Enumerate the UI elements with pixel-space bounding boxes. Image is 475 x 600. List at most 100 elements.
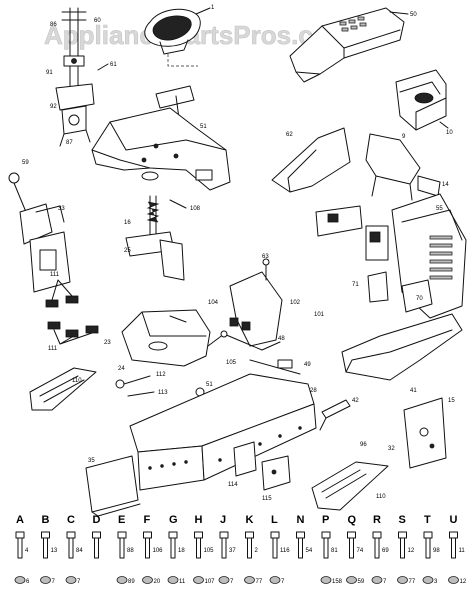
legend-part-number: 37 xyxy=(229,548,236,554)
bracket-71-70 xyxy=(367,271,433,313)
legend-part-number: 98 xyxy=(433,548,440,554)
nut-icon xyxy=(422,576,434,584)
brake-assembly xyxy=(8,172,71,293)
legend-letter: B xyxy=(42,514,50,526)
legend-letter: J xyxy=(220,514,226,526)
legend-part-number: 116 xyxy=(280,548,290,554)
legend-part-number: 7 xyxy=(383,579,387,585)
bolt-head-icon xyxy=(219,531,229,539)
callout-62: 62 xyxy=(286,132,293,138)
legend-part-number: 81 xyxy=(331,548,338,554)
pedal xyxy=(319,399,351,431)
legend-letter: G xyxy=(169,514,178,526)
legend-letter: Q xyxy=(348,514,357,526)
side-panel-left xyxy=(271,127,351,193)
main-frame xyxy=(129,373,317,491)
steering-rod xyxy=(125,195,187,281)
legend-part-number: 77 xyxy=(256,579,263,585)
callout-15: 15 xyxy=(448,398,455,404)
callout-110b: 110 xyxy=(376,494,386,500)
callout-49: 49 xyxy=(304,362,311,368)
legend-letter: H xyxy=(195,514,203,526)
callout-51b: 51 xyxy=(206,382,213,388)
legend-part-number: 2 xyxy=(255,548,259,554)
frame-support xyxy=(365,133,441,201)
nut-icon xyxy=(167,576,179,584)
bolt-shank-icon xyxy=(43,537,48,559)
callout-50: 50 xyxy=(410,12,417,18)
callout-35: 35 xyxy=(88,458,95,464)
legend-letter: F xyxy=(144,514,151,526)
battery-box xyxy=(315,193,467,319)
footrest-left xyxy=(29,367,97,411)
legend-part-number: 4 xyxy=(25,548,29,554)
callout-70: 70 xyxy=(416,296,423,302)
callout-48: 48 xyxy=(278,336,285,342)
callout-32: 32 xyxy=(388,446,395,452)
callout-61: 61 xyxy=(110,62,117,68)
callout-105: 105 xyxy=(226,360,237,366)
nut-icon xyxy=(14,576,26,584)
callout-24: 24 xyxy=(118,366,125,372)
bolt-shank-icon xyxy=(298,537,303,559)
nut-icon xyxy=(65,576,77,584)
legend-part-number: 105 xyxy=(204,548,215,554)
callout-55: 55 xyxy=(436,206,443,212)
callout-10: 10 xyxy=(446,130,453,136)
nut-icon xyxy=(244,576,255,584)
fender xyxy=(91,107,231,191)
bolt-head-icon xyxy=(41,531,50,539)
bolt-head-icon xyxy=(270,531,280,539)
bolt-shank-icon xyxy=(323,537,329,559)
callout-92: 92 xyxy=(50,104,57,110)
bolt-shank-icon xyxy=(94,537,99,559)
bolt-head-icon xyxy=(398,531,407,539)
legend-letter: R xyxy=(373,514,381,526)
bolt-shank-icon xyxy=(272,537,278,559)
callout-63: 63 xyxy=(262,254,269,260)
legend-part-number: 88 xyxy=(127,548,134,554)
legend-letter: K xyxy=(246,514,254,526)
nut-icon xyxy=(346,576,357,584)
front-bumper xyxy=(85,455,141,517)
legend-letter: L xyxy=(271,514,278,526)
bolt-head-icon xyxy=(347,531,356,539)
callout-111a: 111 xyxy=(50,272,60,278)
legend-letter: U xyxy=(450,514,458,526)
legend-part-number: 158 xyxy=(332,579,343,585)
callout-33: 33 xyxy=(58,206,65,212)
legend-item-a: A46 xyxy=(14,514,30,585)
bolt-head-icon xyxy=(168,531,178,539)
legend-item-n: N54 xyxy=(296,514,313,559)
callout-41: 41 xyxy=(410,388,417,394)
steering-column xyxy=(55,7,109,147)
bolt-shank-icon xyxy=(247,537,252,559)
bolt-head-icon xyxy=(143,531,152,539)
right-bracket xyxy=(403,397,447,469)
bolt-shank-icon xyxy=(221,537,227,559)
callout-87: 87 xyxy=(66,140,73,146)
legend-item-k: K 2 77 xyxy=(244,514,263,585)
bolt-head-icon xyxy=(245,531,254,539)
legend-part-number: 84 xyxy=(76,548,83,554)
legend-part-number: 89 xyxy=(128,579,135,585)
callout-51: 51 xyxy=(200,124,207,130)
bolt-head-icon xyxy=(372,531,382,539)
linkage xyxy=(207,330,301,375)
callout-59: 59 xyxy=(22,160,29,166)
bolt-shank-icon xyxy=(17,537,23,559)
bolt-shank-icon xyxy=(170,537,176,559)
bolt-head-icon xyxy=(321,531,331,539)
bolt-head-icon xyxy=(66,531,76,539)
legend-part-number: 54 xyxy=(306,548,313,554)
